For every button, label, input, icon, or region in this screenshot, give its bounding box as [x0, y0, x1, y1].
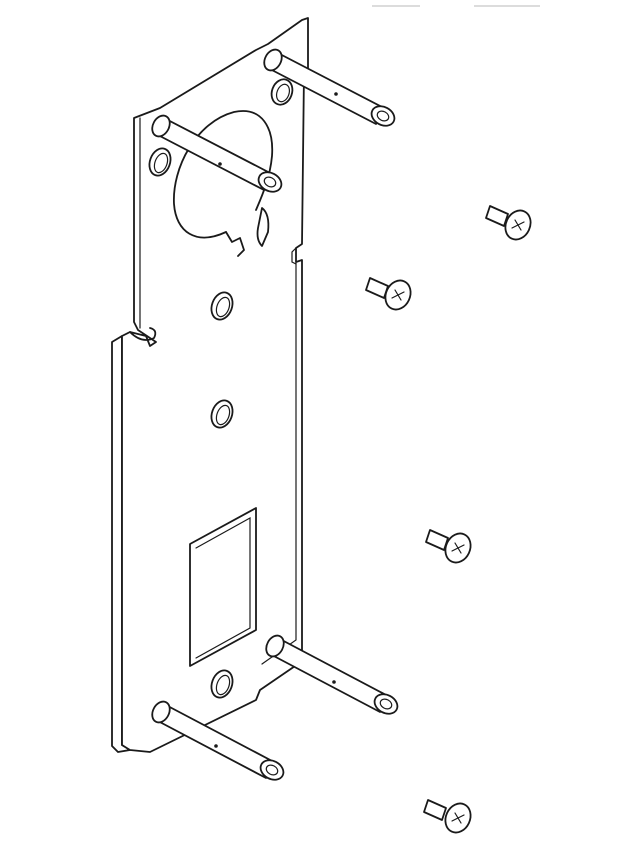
mount-hole: [210, 399, 234, 429]
mount-hole-inner: [215, 404, 231, 426]
mount-hole-inner: [275, 83, 291, 103]
phillips-flat-head-screw: [425, 529, 472, 564]
mount-hole-inner: [215, 674, 231, 696]
standoff-pin: [263, 48, 396, 127]
rect-cutout-inner: [195, 516, 251, 659]
phillips-flat-head-screw: [365, 277, 412, 311]
mount-hole-inner: [215, 296, 231, 318]
standoff-pin: [151, 700, 285, 781]
large-cutout: [173, 110, 274, 239]
wire-lead: [225, 231, 245, 257]
plate-notch: [129, 327, 157, 341]
phillips-flat-head-screw: [423, 799, 472, 834]
rect-cutout: [189, 507, 257, 667]
standoff-pin: [151, 114, 283, 193]
plate-side-notch: [291, 247, 297, 265]
mounting-plate: [111, 17, 309, 753]
mount-hole: [270, 78, 294, 106]
mount-hole: [148, 147, 172, 177]
wire-terminal: [256, 207, 270, 247]
standoff-pin: [265, 634, 399, 715]
mount-hole: [210, 291, 234, 321]
phillips-flat-head-screw: [485, 205, 532, 241]
mount-hole: [210, 669, 234, 699]
mount-hole-inner: [153, 152, 169, 174]
